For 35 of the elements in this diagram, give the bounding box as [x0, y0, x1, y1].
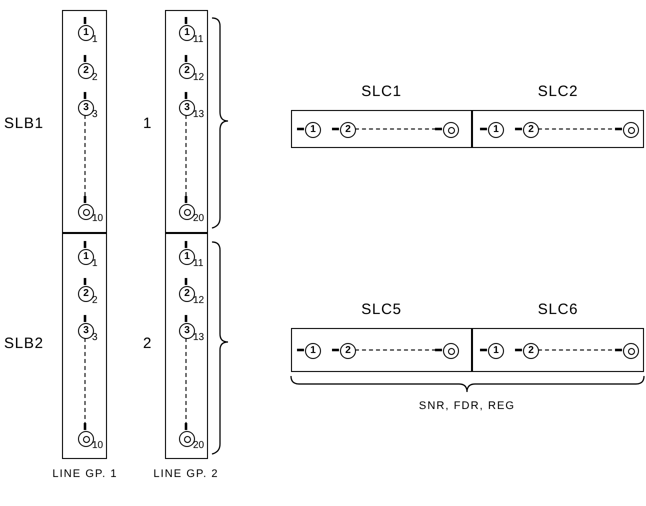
- terminal-number: 3: [92, 333, 98, 343]
- terminal-number: 2: [92, 73, 98, 83]
- terminal-number: 12: [193, 296, 204, 306]
- terminal-number: 1: [92, 35, 98, 45]
- terminal-number: 2: [92, 296, 98, 306]
- panel-box: [291, 110, 472, 148]
- group-label: SLC5: [361, 302, 402, 317]
- terminal-number: 3: [92, 110, 98, 120]
- group-label: SLB1: [4, 116, 44, 131]
- terminal-number: 12: [193, 73, 204, 83]
- group-caption: SNR, FDR, REG: [418, 399, 516, 414]
- panel-box: [472, 110, 644, 148]
- panel-box: [165, 233, 208, 459]
- terminal-number: 10: [92, 441, 104, 451]
- group-label: SLC6: [538, 302, 578, 317]
- terminal-number: 11: [193, 35, 204, 45]
- panel-box: [165, 10, 208, 233]
- panel-box: [472, 328, 644, 372]
- terminal-number: 1: [92, 259, 98, 269]
- group-caption: LINE GP. 1: [51, 467, 119, 482]
- panel-box: [62, 10, 107, 233]
- group-label: 2: [143, 336, 152, 351]
- group-label: SLC1: [361, 84, 402, 99]
- terminal-number: 20: [193, 441, 204, 451]
- terminal-number: 13: [193, 333, 204, 343]
- group-label: SLB2: [4, 336, 44, 351]
- terminal-number: 13: [193, 110, 204, 120]
- group-label: SLC2: [538, 84, 578, 99]
- terminal-number: 20: [193, 214, 204, 224]
- group-caption: LINE GP. 2: [152, 467, 220, 482]
- panel-box: [62, 233, 107, 459]
- group-label: 1: [143, 116, 152, 131]
- panel-box: [291, 328, 472, 372]
- terminal-number: 10: [92, 214, 104, 224]
- terminal-number: 11: [193, 259, 204, 269]
